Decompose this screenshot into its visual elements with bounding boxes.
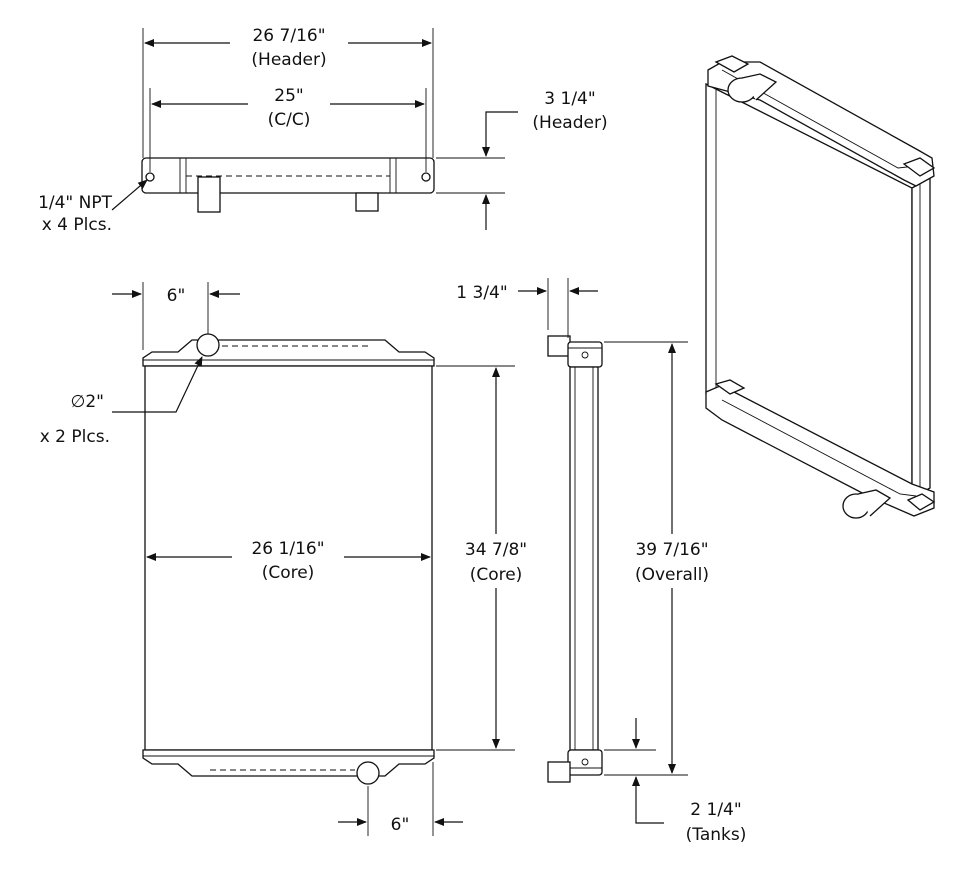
core-height-value: 34 7/8" <box>465 540 527 560</box>
header-height-note: (Header) <box>532 113 607 133</box>
header-width-value: 26 7/16" <box>252 26 325 46</box>
radiator-isometric-view <box>705 55 936 519</box>
overall-height-value: 39 7/16" <box>635 540 708 560</box>
header-cc-value: 25" <box>274 86 303 106</box>
inlet-line2: x 2 Plcs. <box>40 427 110 447</box>
radiator-side-view <box>547 335 603 783</box>
inlet-line1: ∅2" <box>71 392 104 412</box>
header-top-view <box>141 157 435 213</box>
npt-callout: 1/4" NPT x 4 Plcs. <box>38 179 148 235</box>
npt-line1: 1/4" NPT <box>38 193 113 213</box>
npt-line2: x 4 Plcs. <box>42 215 112 235</box>
side-depth-value: 1 3/4" <box>456 283 507 303</box>
inlet-callout: ∅2" x 2 Plcs. <box>40 356 203 447</box>
core-height-note: (Core) <box>470 565 523 585</box>
header-width-dimension: 26 7/16" (Header) <box>142 26 434 158</box>
core-width-value: 26 1/16" <box>251 539 324 559</box>
tank-height-value: 2 1/4" <box>690 800 741 820</box>
top-inlet-offset-dimension: 6" <box>112 282 240 350</box>
bottom-outlet-offset-dimension: 6" <box>338 762 463 836</box>
header-cc-dimension: 25" (C/C) <box>149 86 427 172</box>
header-height-dimension: 3 1/4" (Header) <box>436 89 608 230</box>
header-cc-note: (C/C) <box>268 110 311 130</box>
side-depth-dimension: 1 3/4" <box>456 278 598 338</box>
header-height-value: 3 1/4" <box>544 89 595 109</box>
core-width-dimension: 26 1/16" (Core) <box>146 539 431 583</box>
header-width-note: (Header) <box>251 50 326 70</box>
top-inlet-offset-value: 6" <box>167 286 186 306</box>
radiator-front-view <box>142 333 435 785</box>
tank-height-note: (Tanks) <box>686 825 747 845</box>
core-width-note: (Core) <box>262 563 315 583</box>
overall-height-note: (Overall) <box>635 565 709 585</box>
core-height-dimension: 34 7/8" (Core) <box>436 365 527 751</box>
overall-height-dimension: 39 7/16" (Overall) <box>604 341 709 776</box>
tank-height-dimension: 2 1/4" (Tanks) <box>604 718 746 845</box>
bottom-outlet-offset-value: 6" <box>391 815 410 835</box>
